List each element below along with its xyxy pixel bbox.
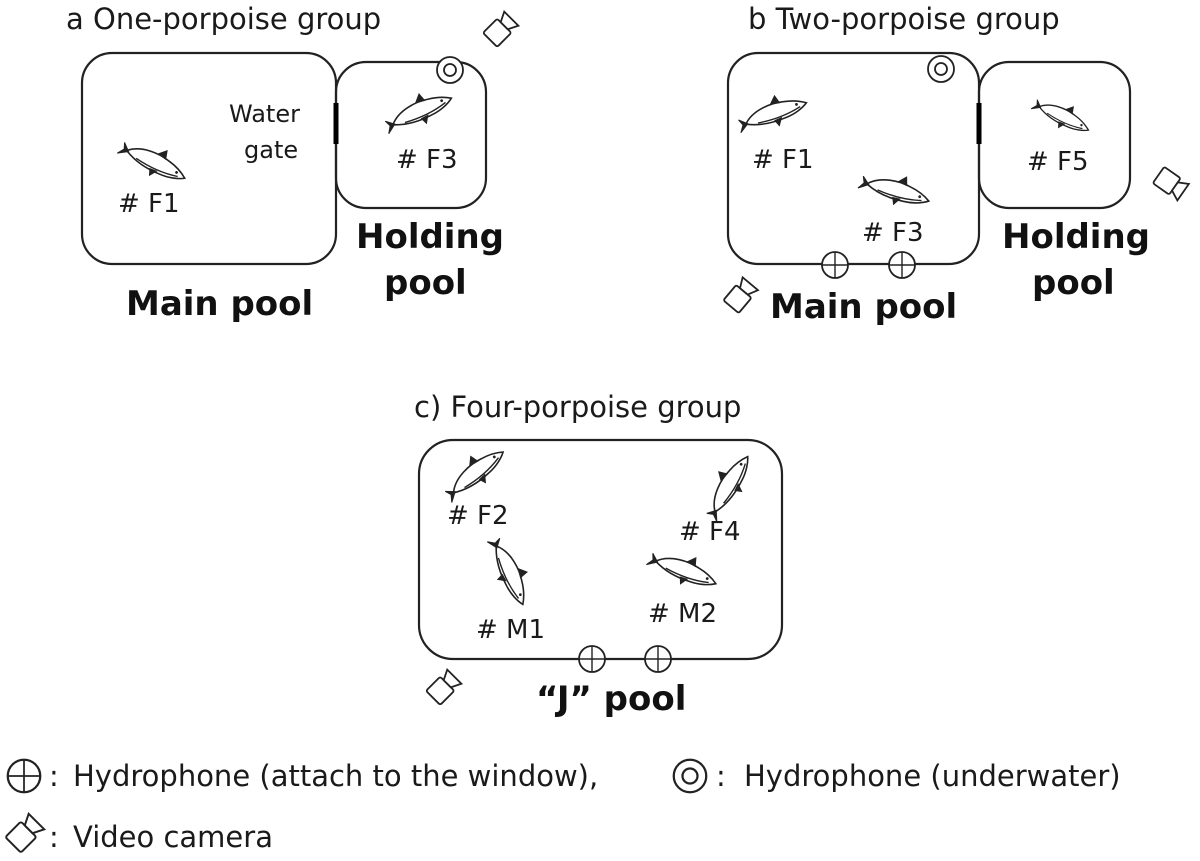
panel-b: b Two-porpoise group # F1 # F3 # F5 Main… [722,2,1190,327]
double-circle-icon [672,758,708,794]
animal-label: # F3 [396,145,458,175]
circle-plus-icon [578,645,606,673]
panel-a: a One-porpoise group Water gate # F1 # F… [66,2,520,324]
legend-separator: : [716,759,726,793]
legend-separator: : [49,820,59,854]
porpoise-icon [435,438,513,506]
animal-label: # F5 [1027,147,1089,177]
animal-label: # F1 [118,189,180,219]
legend-separator: : [49,759,59,793]
video-camera-icon [4,812,46,854]
circle-plus-icon [6,758,42,794]
porpoise-icon [483,531,538,611]
holding-pool-label-line1: Holding [356,217,504,257]
porpoise-icon [644,539,723,599]
animal-label: # M1 [476,615,545,645]
porpoise-icon [114,128,194,193]
animal-label: # F1 [752,145,814,175]
porpoise-icon [856,161,935,216]
animal-label: # M2 [648,599,717,629]
double-circle-icon [436,56,464,84]
circle-plus-icon [821,251,849,279]
legend-hydrophone-underwater: Hydrophone (underwater) [744,759,1121,793]
circle-plus-icon [888,251,916,279]
water-gate-label-line1: Water [229,100,300,128]
holding-pool-label-line2: pool [384,263,467,303]
legend: : Hydrophone (attach to the window), : H… [4,758,1121,854]
porpoise-icon [733,87,812,137]
main-pool-label: Main pool [770,287,957,327]
panel-b-title: b Two-porpoise group [748,2,1060,36]
panel-c-title: c) Four-porpoise group [414,390,741,424]
j-pool-label: “J” pool [536,679,686,719]
holding-pool-outline [977,60,1132,210]
video-camera-icon [1151,165,1190,202]
main-pool-label: Main pool [126,284,313,324]
porpoise-icon [1029,88,1096,142]
holding-pool-label-line2: pool [1032,263,1115,303]
animal-label: # F2 [447,501,509,531]
video-camera-icon [722,276,759,315]
video-camera-icon [425,668,463,706]
animal-label: # F3 [862,218,924,248]
holding-pool-outline [334,60,488,210]
legend-hydrophone-window: Hydrophone (attach to the window), [73,759,598,793]
double-circle-icon [927,55,955,83]
circle-plus-icon [644,645,672,673]
porpoise-icon [693,447,761,525]
legend-video-camera: Video camera [73,820,273,854]
water-gate-label-line2: gate [244,136,298,164]
video-camera-icon [482,10,520,48]
animal-label: # F4 [679,517,741,547]
panel-c: c) Four-porpoise group # F2 # F4 # M1 # … [414,390,784,719]
porpoise-icon [378,83,458,138]
holding-pool-label-line1: Holding [1002,217,1150,257]
panel-a-title: a One-porpoise group [66,2,381,36]
